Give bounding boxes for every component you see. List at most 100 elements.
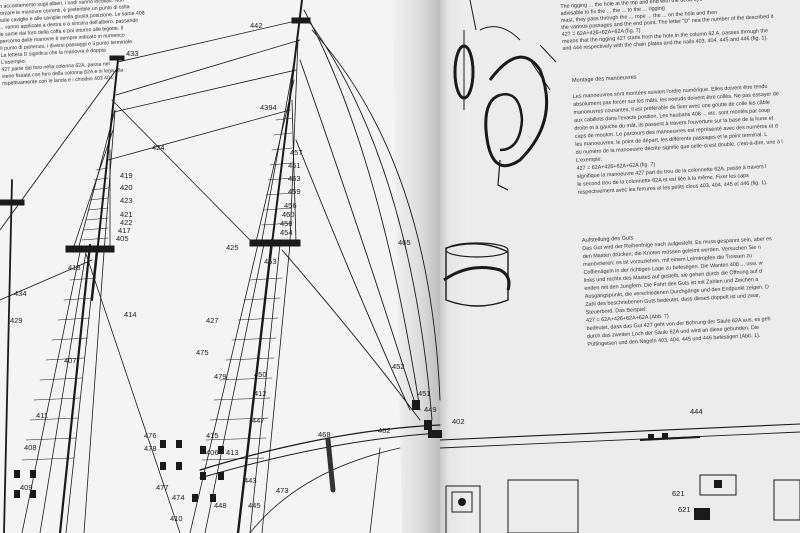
- de-title: Aufstellung des Guts: [582, 235, 634, 244]
- label-407: 407: [64, 356, 77, 365]
- fore-ratlines: [21, 167, 109, 461]
- mizzen-fragment: [3, 179, 13, 533]
- label-474: 474: [172, 493, 185, 502]
- label-463: 463: [288, 174, 301, 183]
- label-4394: 4394: [260, 103, 277, 112]
- label-457: 457: [290, 148, 303, 157]
- right-page: [440, 0, 800, 533]
- en-line: advisable to fix the ... the ... to the …: [560, 6, 664, 17]
- it-line: rispettivamente con le landa e i chiodin…: [2, 75, 113, 87]
- label-453: 453: [264, 257, 277, 266]
- label-445: 445: [248, 501, 261, 510]
- label-447: 447: [252, 416, 265, 425]
- en-line: 427 = 62A+426+62A+62A (fig. 7): [562, 28, 641, 38]
- pulley-detail-drawing: [453, 0, 557, 191]
- main-top: [249, 239, 301, 247]
- label-476: 476: [144, 431, 157, 440]
- label-459: 459: [288, 187, 301, 196]
- en-line: The rigging ... the hole at the top and …: [560, 0, 702, 10]
- stays: [85, 19, 301, 533]
- label-468: 468: [318, 430, 331, 439]
- label-473: 473: [276, 486, 289, 495]
- label-461: 461: [288, 161, 301, 170]
- label-411: 411: [36, 411, 48, 420]
- label-450: 450: [254, 370, 267, 379]
- mizzen-top: [0, 199, 25, 206]
- label-478: 478: [144, 444, 157, 453]
- hull-deck: [199, 424, 441, 471]
- label-475: 475: [196, 348, 209, 357]
- it-line: in accostamento sugli alberi, i nodi van…: [0, 0, 124, 10]
- label-409: 409: [20, 483, 33, 492]
- fr-line: 427 = 62A+426+62A+62A (fig. 7): [576, 162, 655, 172]
- foremast: [91, 59, 119, 301]
- label-433: 433: [126, 49, 139, 58]
- label-422: 422: [120, 218, 133, 227]
- label-406: 406: [206, 448, 219, 457]
- label-621b: 621: [678, 505, 691, 514]
- label-408: 408: [24, 443, 37, 452]
- label-462: 462: [378, 426, 391, 435]
- label-434: 434: [14, 289, 27, 298]
- it-line: L'esempio:: [1, 59, 26, 66]
- right-gutter-shadow: [440, 0, 470, 533]
- label-448: 448: [214, 501, 227, 510]
- foremast-lower: [58, 243, 92, 533]
- de-line: 427 = 62A+426+62A+62A (Abb. 7): [586, 314, 669, 324]
- hull-side: [249, 447, 401, 533]
- label-427: 427: [206, 316, 219, 325]
- label-456: 456: [284, 201, 297, 210]
- main-cap: [291, 17, 311, 24]
- gutter-shadow: [392, 0, 440, 533]
- it-line: 427 parte dal foro nella colonna 62A, pa…: [1, 61, 110, 73]
- rope-coil: [325, 437, 336, 493]
- label-443: 443: [244, 476, 257, 485]
- french-text-block: Montage des manoeuvres Les manoeuvres so…: [572, 75, 783, 196]
- label-451: 451: [418, 389, 431, 398]
- main-shrouds: [189, 39, 299, 533]
- label-452: 452: [392, 362, 405, 371]
- hull-frame: [369, 447, 381, 533]
- label-449: 449: [424, 405, 437, 414]
- drawing-labels: 442 433 4394 424 457 461 463 459 419 420…: [10, 21, 437, 523]
- label-477: 477: [156, 483, 169, 492]
- mainmast: [269, 0, 303, 261]
- label-479: 479: [214, 372, 227, 381]
- label-429: 429: [10, 316, 23, 325]
- bucket-detail-drawing: [443, 242, 511, 307]
- label-458: 458: [280, 219, 293, 228]
- label-417: 417: [118, 226, 131, 235]
- rigging-drawing: [0, 0, 442, 533]
- deck-detail-drawing: [428, 423, 800, 533]
- label-415: 415: [206, 431, 219, 440]
- fr-line: L'exemple:: [576, 157, 602, 164]
- label-424: 424: [152, 143, 165, 152]
- backstays: [281, 9, 441, 421]
- label-465: 465: [398, 238, 411, 247]
- label-402: 402: [452, 417, 465, 426]
- fore-stay-2: [0, 259, 93, 301]
- fore-cap: [109, 55, 125, 61]
- label-413: 413: [226, 448, 239, 457]
- label-425: 425: [226, 243, 239, 252]
- it-line: La lettera D significa che la manovra è …: [1, 47, 107, 59]
- mainmast-lower: [236, 238, 274, 533]
- label-419: 419: [120, 171, 133, 180]
- label-421: 421: [120, 210, 133, 219]
- label-412: 412: [254, 389, 267, 398]
- label-460: 460: [282, 210, 295, 219]
- label-444: 444: [690, 407, 703, 416]
- label-414: 414: [124, 310, 137, 319]
- hull-rail: [199, 432, 441, 479]
- fr-title: Montage des manoeuvres: [572, 75, 637, 84]
- label-442: 442: [250, 21, 263, 30]
- label-621: 621: [672, 489, 685, 498]
- right-drawing-labels: 402 444 621 621: [452, 407, 703, 514]
- label-454: 454: [280, 228, 293, 237]
- main-ratlines: [201, 117, 293, 461]
- de-line: Steuerbord. Das Beispiel:: [586, 307, 647, 316]
- label-423: 423: [120, 196, 133, 205]
- fore-top: [65, 245, 115, 253]
- label-405: 405: [116, 234, 129, 243]
